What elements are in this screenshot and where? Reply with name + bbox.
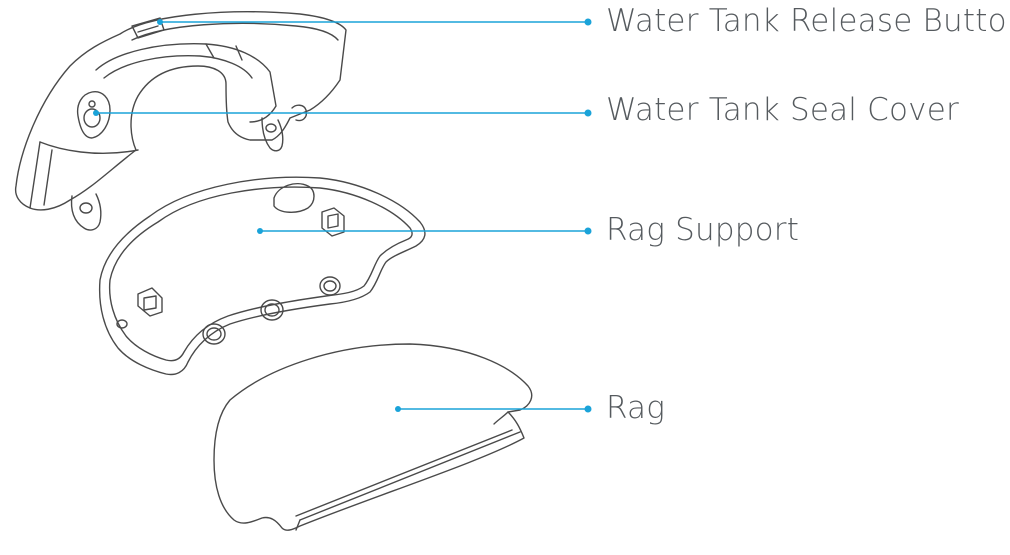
dot-support-end (584, 227, 592, 235)
water-tank-part (14, 11, 347, 231)
label-rag: Rag (606, 390, 666, 426)
dot-rag-start (395, 406, 401, 412)
label-water-tank-seal-cover: Water Tank Seal Cover (606, 92, 959, 128)
dot-rag-end (584, 405, 592, 413)
leader-dots (93, 18, 592, 413)
dot-seal-start (93, 110, 99, 116)
rag-part (213, 343, 533, 531)
rag-support-part (98, 176, 426, 376)
dot-support-start (257, 228, 263, 234)
dot-release-start (157, 19, 163, 25)
leader-lines (95, 21, 589, 410)
label-rag-support: Rag Support (606, 212, 800, 248)
dot-release-end (584, 18, 592, 26)
label-water-tank-release-button: Water Tank Release Button (606, 3, 1010, 39)
dot-seal-end (584, 109, 592, 117)
